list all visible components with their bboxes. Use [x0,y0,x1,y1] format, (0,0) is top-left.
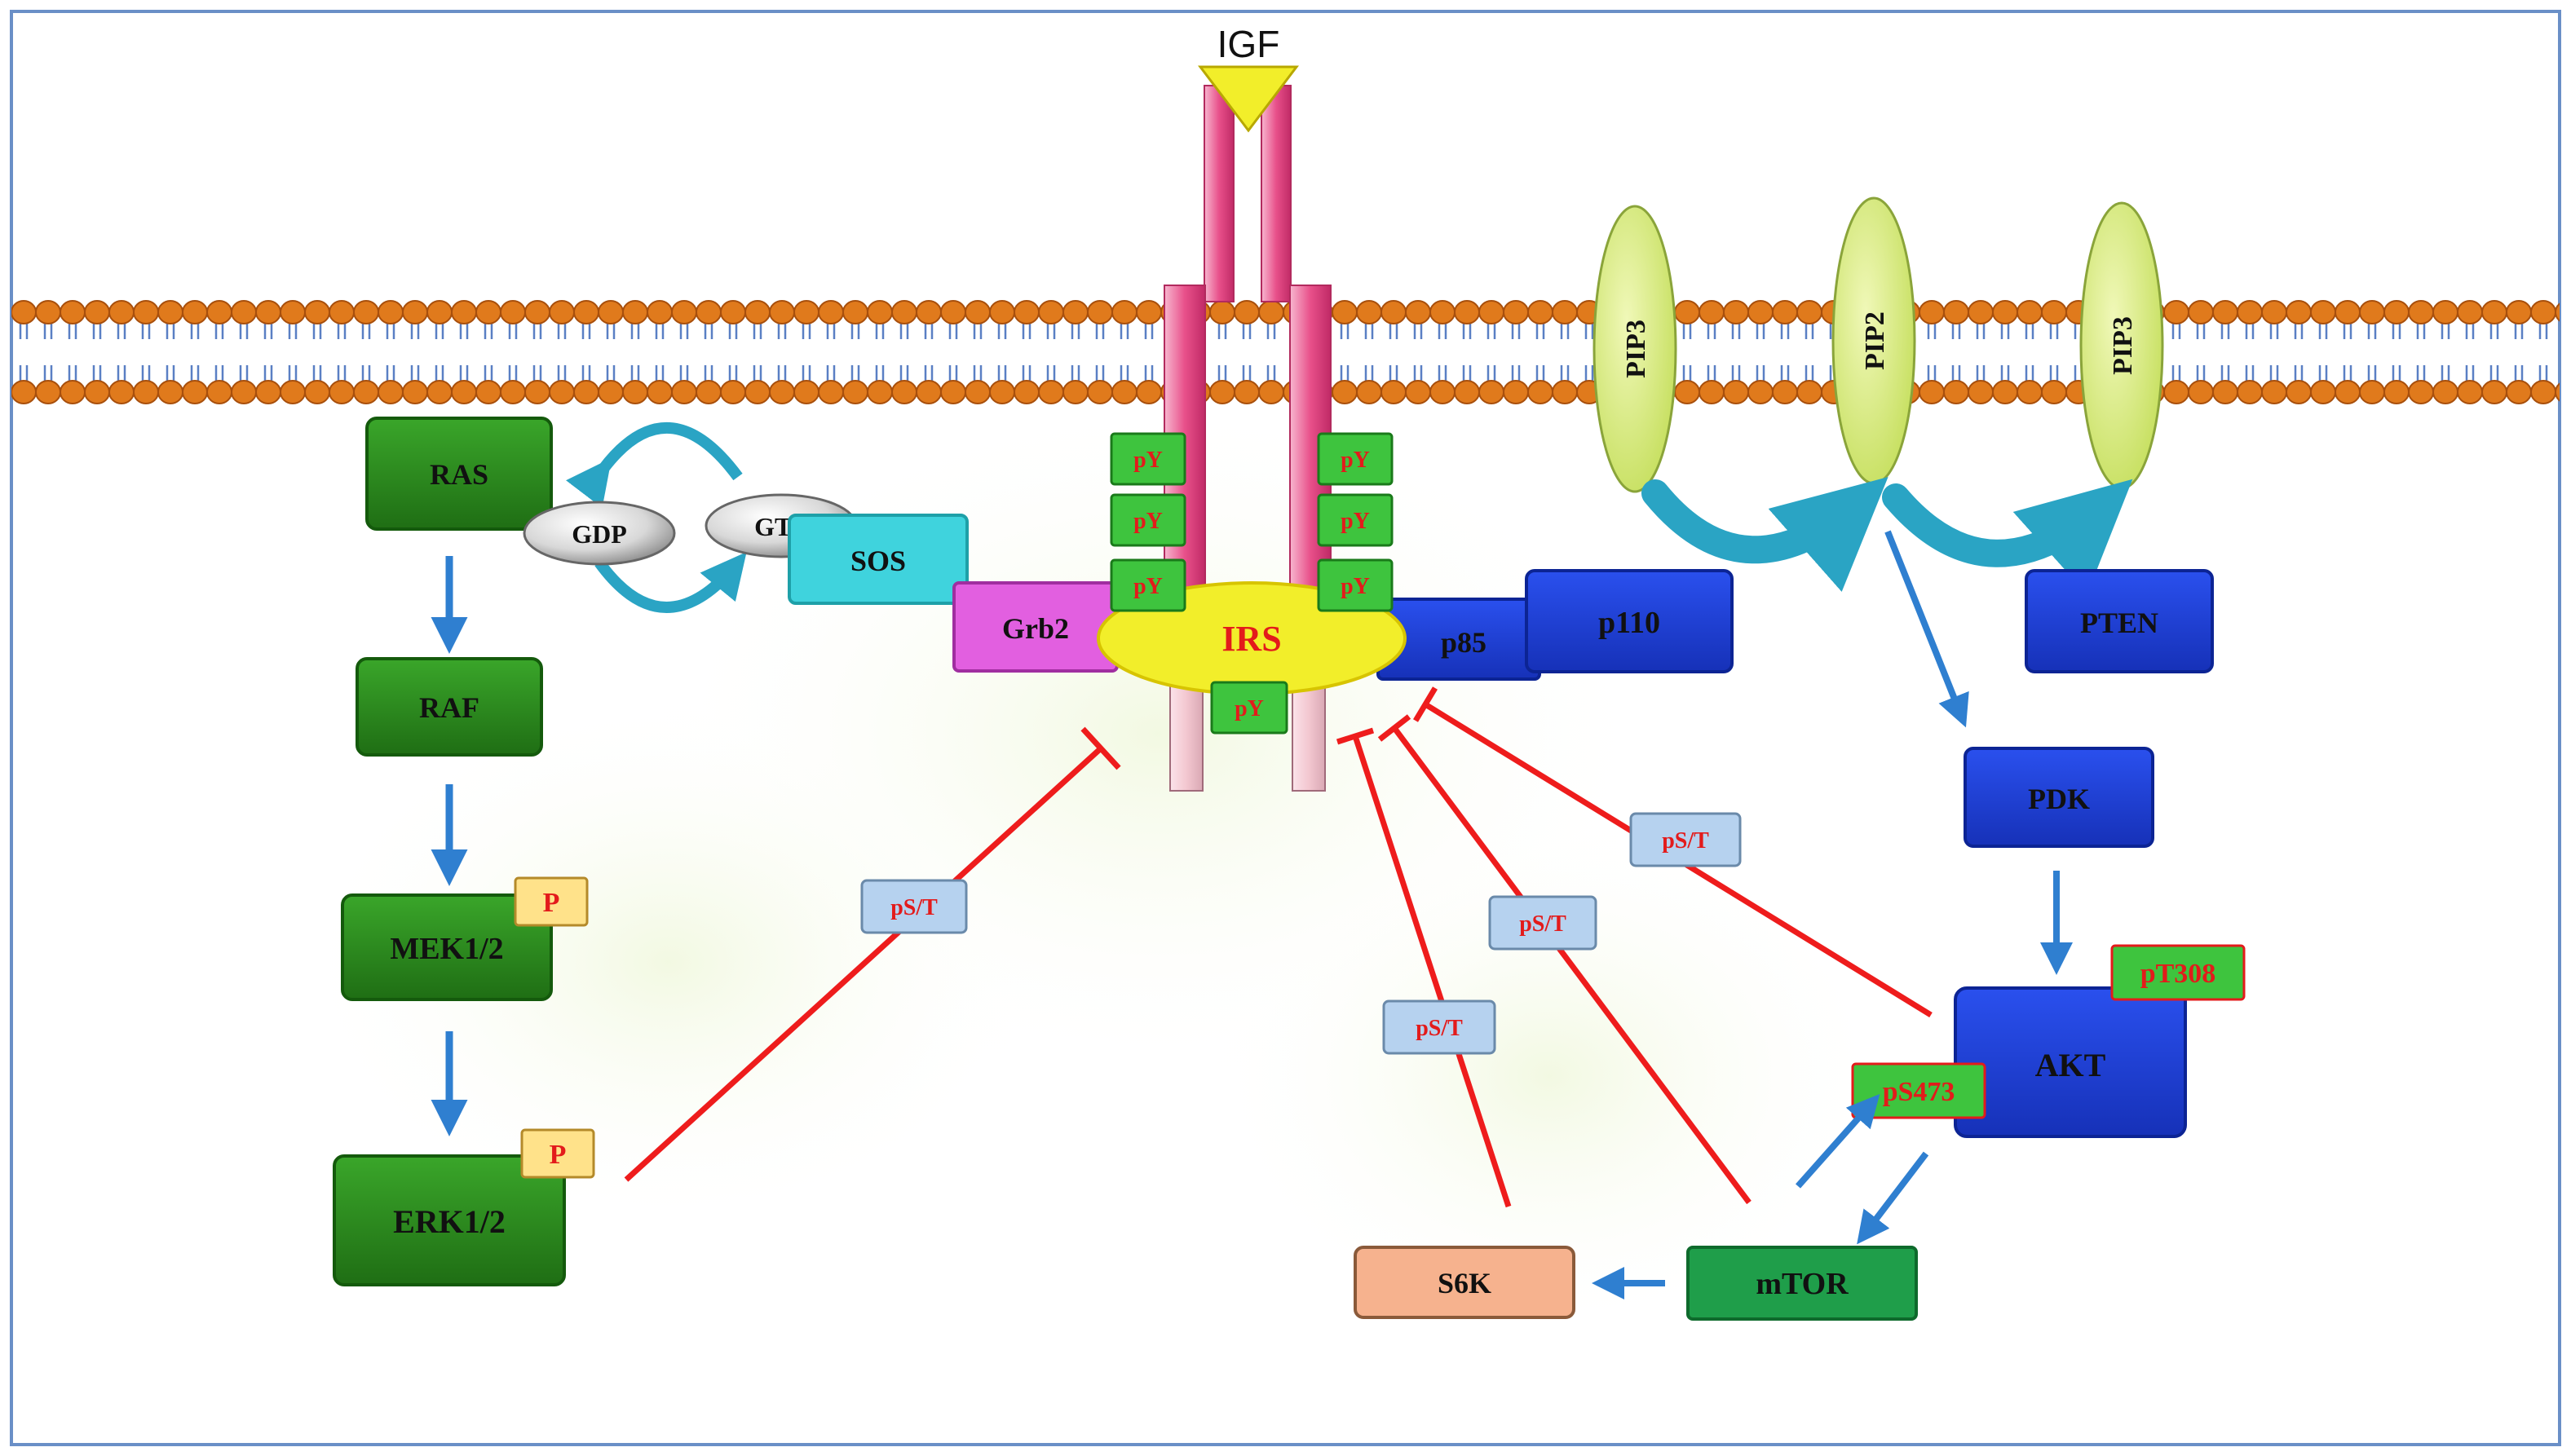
background-glow-right [1207,815,1892,1337]
py-badge-irs: pY [1210,681,1288,735]
pip2-to-pdk-arrow [1884,530,1969,728]
ps473-to-mtor-arrow [1857,1151,1929,1245]
svg-text:pY: pY [1133,509,1163,534]
pip3-left-ellipse: PIP3 [1593,205,1677,493]
pdk-node: PDK [1964,747,2154,848]
py-badge-left-3: pY [1110,558,1186,612]
svg-text:mTOR: mTOR [1756,1267,1849,1301]
s6k-node: S6K [1354,1246,1575,1319]
svg-text:pY: pY [1133,574,1163,599]
svg-text:pT308: pT308 [2140,959,2216,989]
gdp-oval: GDP [523,501,676,566]
svg-text:P: P [550,1140,567,1170]
svg-text:pS/T: pS/T [1519,911,1566,937]
igf-label: IGF [1217,23,1280,65]
grb2-node: Grb2 [952,581,1119,673]
ras-node: RAS [365,417,553,531]
svg-text:P: P [543,888,560,918]
svg-text:MEK1/2: MEK1/2 [390,932,503,966]
gtp-cycle-arc-bottom [594,552,747,613]
svg-text:pY: pY [1341,509,1370,534]
py-badge-right-2: pY [1317,493,1394,547]
raf-node: RAF [356,657,543,757]
erk-inhibits-irs [624,726,1121,1182]
svg-text:pY: pY [1133,448,1163,473]
svg-text:ERK1/2: ERK1/2 [393,1203,506,1240]
mek-node: MEK1/2 [341,893,553,1001]
pip2-ellipse: PIP2 [1831,196,1916,485]
gtp-cycle-arc-top [565,422,743,509]
sos-node: SOS [788,514,969,605]
svg-text:pS/T: pS/T [1662,828,1709,854]
svg-text:PIP2: PIP2 [1860,311,1890,370]
mek-phospho-badge: P [514,876,589,927]
pst-badge-akt: pS/T [1629,812,1742,867]
py-badge-right-1: pY [1317,432,1394,486]
svg-text:RAF: RAF [419,691,479,724]
svg-text:S6K: S6K [1438,1267,1491,1299]
svg-text:p110: p110 [1598,606,1660,640]
pt308-badge: pT308 [2110,944,2246,1001]
erk-node: ERK1/2 [333,1154,566,1286]
svg-text:PTEN: PTEN [2080,607,2158,639]
ps473-badge: pS473 [1851,1062,1986,1119]
mtor-to-ps473-arrow [1796,1094,1880,1189]
svg-text:pS473: pS473 [1883,1077,1955,1107]
igf-ligand-triangle [1197,65,1300,133]
pst-badge-erk: pS/T [860,879,968,934]
akt-node: AKT [1954,986,2187,1138]
svg-text:pS/T: pS/T [1416,1016,1463,1041]
erk-phospho-badge: P [520,1128,595,1179]
pip2-to-pip3-arc [1882,479,2133,595]
svg-text:GDP: GDP [572,519,627,549]
py-badge-left-2: pY [1110,493,1186,547]
svg-text:pY: pY [1341,448,1370,473]
svg-text:pY: pY [1235,696,1264,721]
svg-text:pY: pY [1341,574,1370,599]
svg-text:Grb2: Grb2 [1002,612,1069,645]
mtor-inhibits-irs [1377,714,1752,1205]
svg-text:RAS: RAS [430,458,488,491]
pip3-right-ellipse: PIP3 [2079,201,2164,490]
svg-text:PIP3: PIP3 [2108,316,2138,375]
mtor-node: mTOR [1686,1246,1918,1321]
svg-text:PIP3: PIP3 [1621,320,1651,378]
pip3-to-pip2-arc [1641,477,1888,592]
svg-text:IRS: IRS [1221,619,1281,659]
p110-node: p110 [1525,569,1734,673]
py-badge-left-1: pY [1110,432,1186,486]
pten-node: PTEN [2025,569,2214,673]
svg-text:p85: p85 [1441,626,1486,659]
svg-text:SOS: SOS [850,545,906,577]
svg-text:AKT: AKT [2035,1047,2106,1083]
py-badge-right-3: pY [1317,558,1394,612]
pst-badge-mtor: pS/T [1488,895,1597,951]
svg-text:PDK: PDK [2028,783,2090,815]
background-glow-left [294,693,1044,1231]
svg-text:pS/T: pS/T [890,895,938,920]
pst-badge-s6k: pS/T [1382,999,1496,1055]
s6k-inhibits-irs [1336,727,1512,1208]
